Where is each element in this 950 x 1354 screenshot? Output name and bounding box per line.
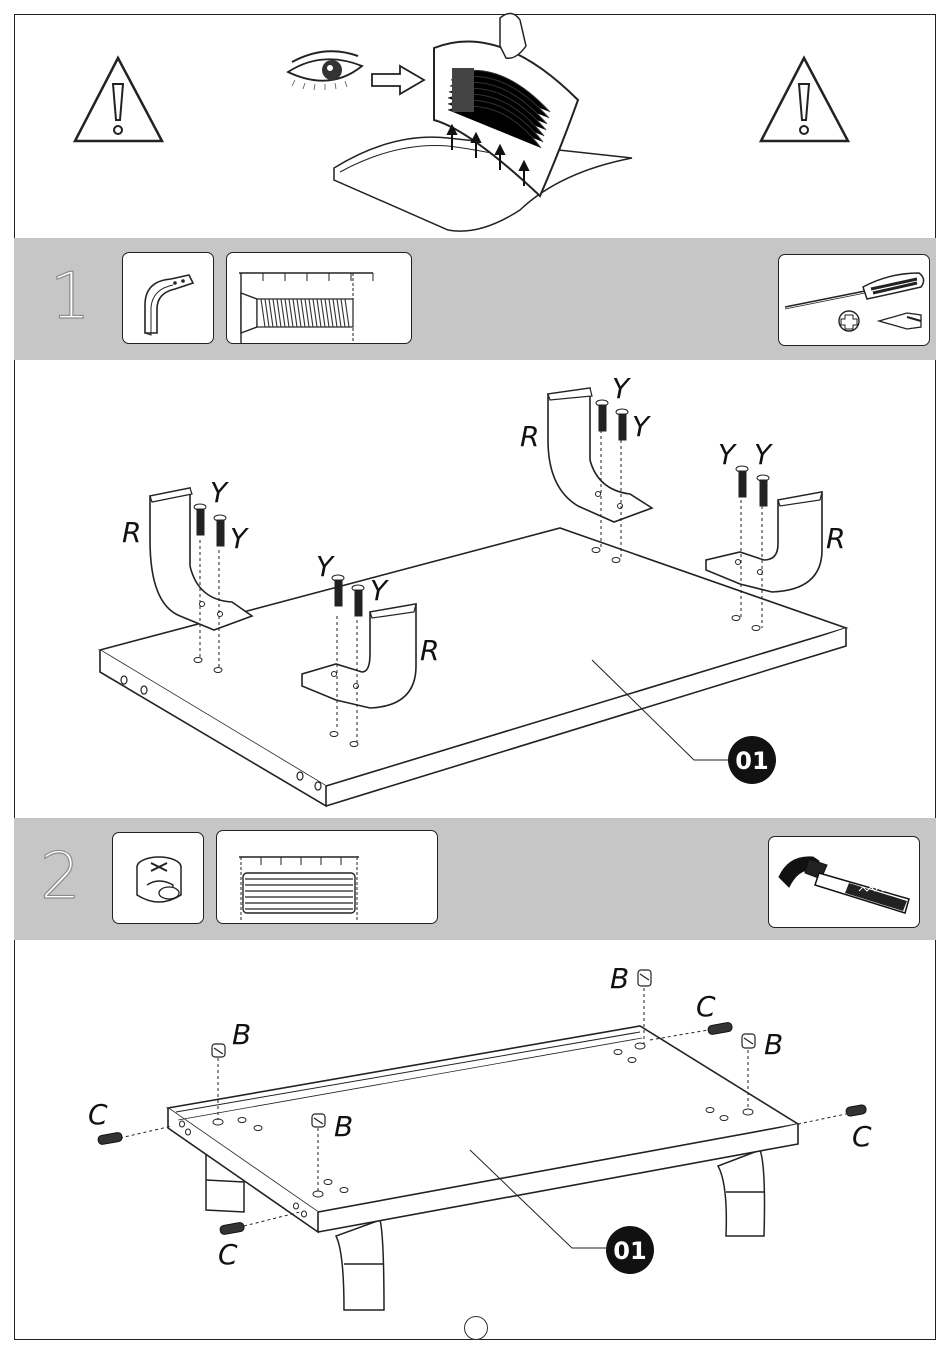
page-number-circle — [464, 1316, 488, 1340]
label-dowel: C — [852, 1120, 872, 1153]
label-cam: B — [610, 962, 629, 995]
label-dowel: C — [218, 1238, 238, 1271]
panel-badge: 01 — [606, 1226, 654, 1274]
label-cam: B — [232, 1018, 251, 1051]
label-cam: B — [764, 1028, 783, 1061]
label-dowel: C — [696, 990, 716, 1023]
label-dowel: C — [88, 1098, 108, 1131]
label-cam: B — [334, 1110, 353, 1143]
panel-01 — [168, 1026, 798, 1232]
panel-badge-text: 01 — [613, 1237, 646, 1265]
